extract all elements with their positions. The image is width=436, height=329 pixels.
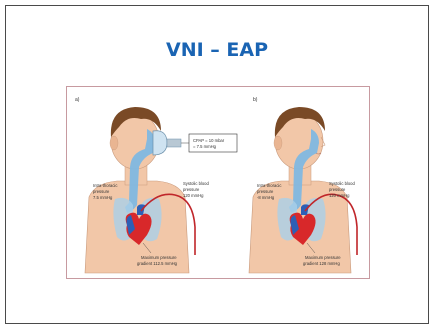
panel-a-systolic-3: 120 mmHg xyxy=(183,193,204,198)
panel-b-gradient-1: Maximum pressure xyxy=(305,255,341,260)
panel-a-ear xyxy=(110,136,118,150)
panel-b-systolic-3: 120 mmHg xyxy=(329,193,350,198)
panel-b-intrathoracic-2: pressure xyxy=(257,189,274,194)
slide: VNI – EAP a) xyxy=(5,5,429,324)
panel-b-systolic-2: pressure xyxy=(329,187,346,192)
panel-a-label: a) xyxy=(75,97,80,103)
panel-a-gradient-1: Maximum pressure xyxy=(141,255,177,260)
panel-b-intrathoracic-1: Intra-thoracic xyxy=(257,183,281,188)
panel-a-systolic-2: pressure xyxy=(183,187,200,192)
cpap-mask-icon xyxy=(153,131,189,155)
panel-b-systolic-1: Systolic blood xyxy=(329,181,356,186)
panel-a-intrathoracic-1: Intra-thoracic xyxy=(93,183,117,188)
panel-b-ear xyxy=(274,136,282,150)
panel-a: a) xyxy=(75,97,237,273)
panel-a-intrathoracic-3: 7.5 mmHg xyxy=(93,195,113,200)
cpap-box-line-2: = 7.5 mmHg xyxy=(193,144,217,149)
panel-b-label: b) xyxy=(253,97,258,103)
cpap-box-line-1: CPAP = 10 mbar xyxy=(193,138,225,143)
panel-a-intrathoracic-2: pressure xyxy=(93,189,110,194)
panel-b: b) Intra-thoracic xyxy=(249,97,357,273)
figure-illustration: a) xyxy=(67,87,369,278)
medical-figure: a) xyxy=(66,86,370,279)
panel-a-systolic-1: Systolic blood xyxy=(183,181,210,186)
slide-title: VNI – EAP xyxy=(6,39,428,61)
cpap-box xyxy=(189,134,237,152)
panel-b-intrathoracic-3: -8 mmHg xyxy=(257,195,275,200)
panel-b-gradient-2: gradient 128 mmHg xyxy=(303,261,340,266)
panel-a-gradient-2: gradient 112.5 mmHg xyxy=(137,261,178,266)
